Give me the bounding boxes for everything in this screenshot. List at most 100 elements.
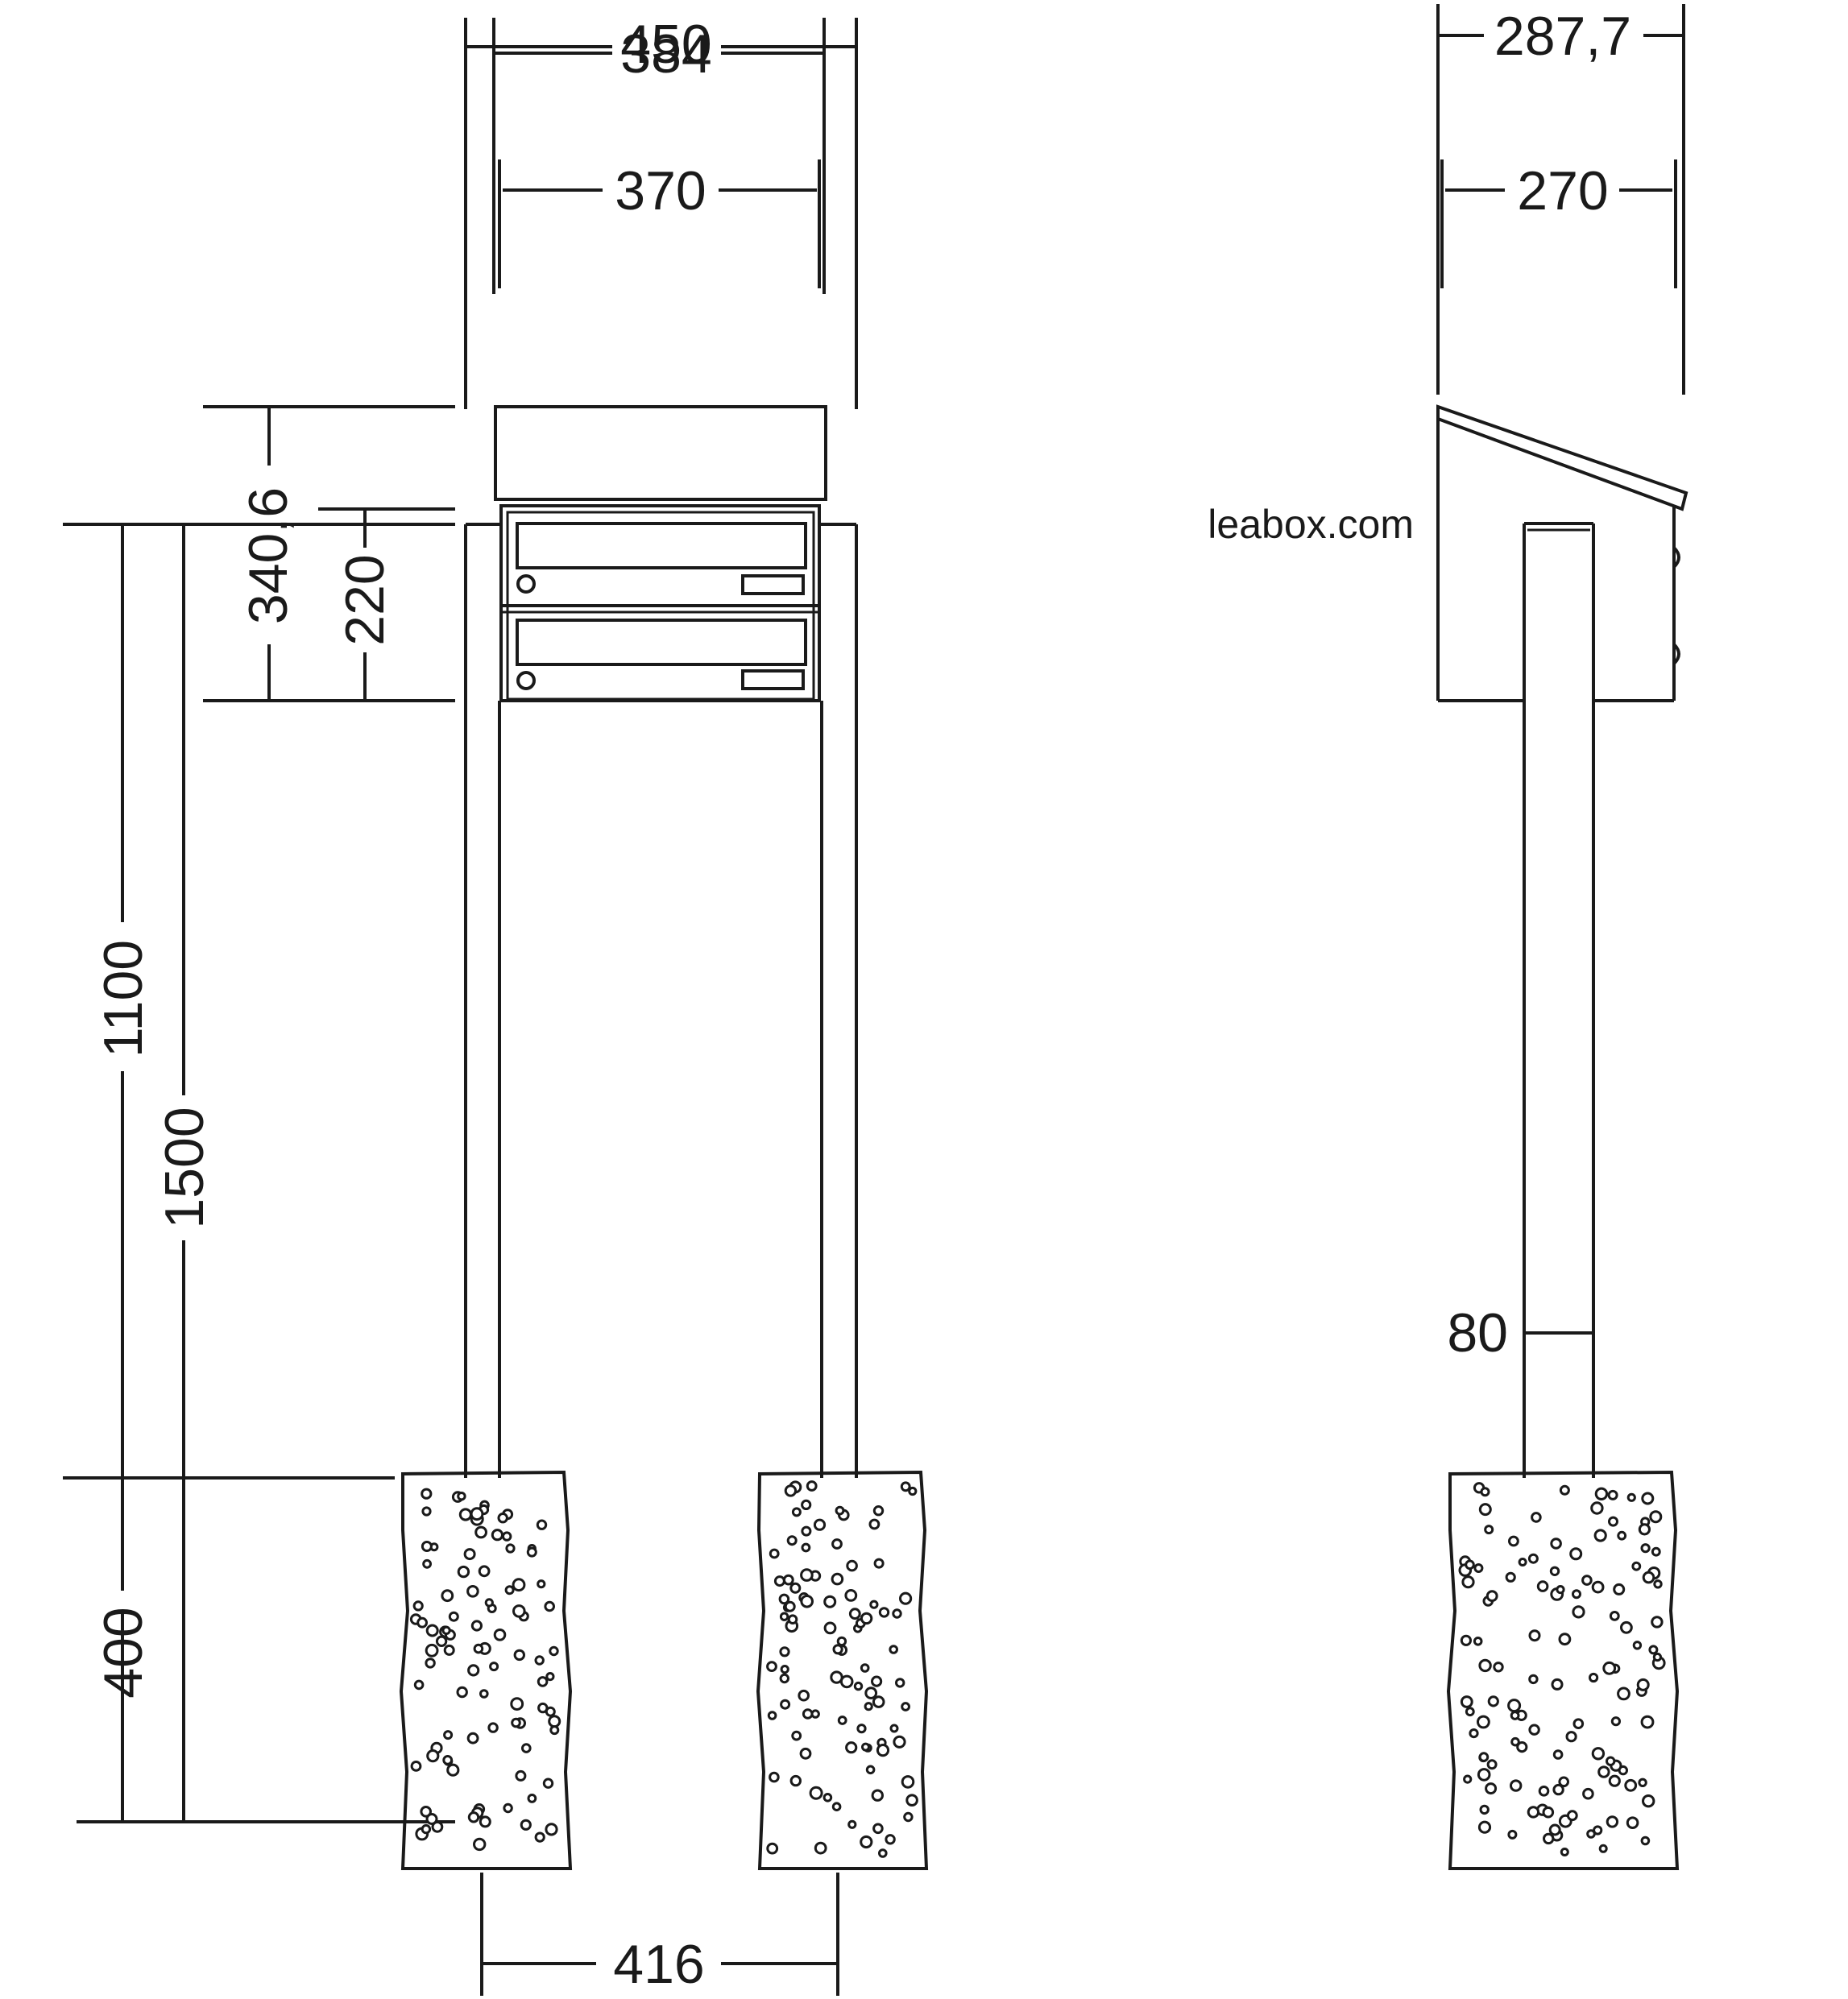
aggregate-dot xyxy=(1518,1558,1527,1567)
aggregate-dot xyxy=(1510,1736,1520,1747)
aggregate-dot xyxy=(1536,1580,1549,1592)
aggregate-dot xyxy=(435,1635,448,1648)
aggregate-dot xyxy=(791,1507,802,1517)
aggregate-dot xyxy=(1591,1580,1605,1594)
aggregate-dot xyxy=(1478,1503,1492,1517)
aggregate-dot xyxy=(895,1678,905,1688)
dim-depth-270: 270 xyxy=(1517,160,1608,221)
aggregate-dot xyxy=(1531,1512,1542,1523)
dim-post-80: 80 xyxy=(1447,1302,1508,1364)
aggregate-dot xyxy=(1549,1566,1560,1577)
aggregate-dot xyxy=(1558,1776,1569,1788)
aggregate-dot xyxy=(510,1697,524,1711)
aggregate-dot xyxy=(908,1486,918,1496)
height-dimension-400: 400 xyxy=(77,1607,455,1823)
dim-width-384: 384 xyxy=(620,23,711,85)
aggregate-dot xyxy=(1485,1590,1498,1602)
dim-width-450: 450 xyxy=(620,14,711,75)
front-roof xyxy=(494,405,827,501)
aggregate-dot xyxy=(1608,1516,1618,1527)
aggregate-dot xyxy=(831,1572,844,1586)
aggregate-dot xyxy=(1478,1752,1490,1762)
aggregate-dot xyxy=(806,1480,818,1492)
aggregate-dot xyxy=(466,1585,479,1598)
aggregate-dot xyxy=(1642,1794,1655,1808)
aggregate-dot xyxy=(421,1506,432,1517)
aggregate-dot xyxy=(446,1763,460,1777)
front-view: 450 384 370 340,6 220 xyxy=(63,14,929,1996)
aggregate-dot xyxy=(1516,1741,1528,1753)
height-dimension-220: 220 xyxy=(318,507,455,701)
aggregate-dot xyxy=(1552,1783,1564,1796)
aggregate-dot xyxy=(504,1585,515,1595)
aggregate-dot xyxy=(878,1848,888,1858)
aggregate-dot xyxy=(537,1579,546,1589)
concrete-foundation-left xyxy=(399,1470,573,1870)
aggregate-dot xyxy=(830,1670,843,1684)
aggregate-dot xyxy=(1597,1765,1610,1778)
aggregate-dot xyxy=(1591,1747,1606,1761)
aggregate-dot xyxy=(425,1813,438,1825)
aggregate-dot xyxy=(1550,1538,1562,1550)
aggregate-dot xyxy=(1632,1641,1643,1650)
aggregate-dot xyxy=(1542,1806,1555,1819)
aggregate-dot xyxy=(505,1543,516,1554)
aggregate-dot xyxy=(787,1614,798,1624)
aggregate-dot xyxy=(1558,1633,1572,1646)
aggregate-dot xyxy=(814,1841,827,1855)
aggregate-dot xyxy=(1642,1571,1655,1584)
aggregate-dot xyxy=(1631,1561,1642,1571)
aggregate-dot xyxy=(822,1793,833,1802)
aggregate-dot xyxy=(421,1488,433,1500)
aggregate-dot xyxy=(1582,1787,1594,1800)
aggregate-dot xyxy=(873,1558,885,1569)
aggregate-dot xyxy=(779,1612,789,1621)
width-dimension-450-384: 450 384 xyxy=(464,14,858,409)
aggregate-dot xyxy=(801,1525,812,1537)
spacing-dimension-416: 416 xyxy=(480,1873,839,1996)
aggregate-dot xyxy=(467,1664,480,1677)
aggregate-dot xyxy=(1640,1543,1651,1554)
aggregate-dot xyxy=(1477,1820,1492,1834)
aggregate-dot xyxy=(1473,1637,1483,1646)
aggregate-dot xyxy=(1460,1695,1473,1708)
aggregate-dot xyxy=(845,1741,858,1754)
concrete-foundation-side xyxy=(1446,1470,1680,1870)
aggregate-dot xyxy=(1484,1525,1494,1535)
aggregate-dot xyxy=(813,1518,827,1531)
aggregate-dot xyxy=(1589,1672,1599,1683)
aggregate-dot xyxy=(448,1611,459,1622)
width-dimension-370: 370 xyxy=(498,159,821,288)
aggregate-dot xyxy=(869,1600,879,1609)
brand-label: leabox.com xyxy=(1208,502,1414,547)
aggregate-dot xyxy=(1606,1815,1619,1828)
aggregate-texture-right xyxy=(766,1480,918,1858)
aggregate-dot xyxy=(549,1725,560,1736)
aggregate-dot xyxy=(1465,1707,1475,1717)
aggregate-dot xyxy=(1649,1510,1663,1524)
aggregate-dot xyxy=(542,1778,554,1789)
aggregate-dot xyxy=(1528,1629,1541,1642)
aggregate-dot xyxy=(442,1755,454,1765)
aggregate-dot xyxy=(545,1706,556,1717)
aggregate-dot xyxy=(823,1595,837,1608)
aggregate-dot xyxy=(861,1742,870,1752)
aggregate-dot xyxy=(801,1499,812,1511)
aggregate-dot xyxy=(1624,1778,1638,1792)
aggregate-dot xyxy=(1480,1487,1490,1497)
aggregate-dot xyxy=(1636,1678,1650,1691)
aggregate-dot xyxy=(1469,1728,1479,1739)
aggregate-dot xyxy=(1473,1563,1484,1573)
aggregate-dot xyxy=(470,1620,483,1632)
aggregate-dot xyxy=(466,1732,479,1744)
aggregate-dot xyxy=(872,1695,885,1708)
aggregate-dot xyxy=(901,1775,915,1789)
aggregate-dot xyxy=(892,1608,902,1619)
aggregate-dot xyxy=(422,1558,432,1569)
aggregate-dot xyxy=(778,1593,790,1605)
aggregate-dot xyxy=(1617,1530,1627,1541)
aggregate-dot xyxy=(800,1568,814,1582)
dim-depth-287-7: 287,7 xyxy=(1494,6,1631,67)
aggregate-dot xyxy=(864,1702,873,1711)
aggregate-dot xyxy=(537,1676,549,1687)
